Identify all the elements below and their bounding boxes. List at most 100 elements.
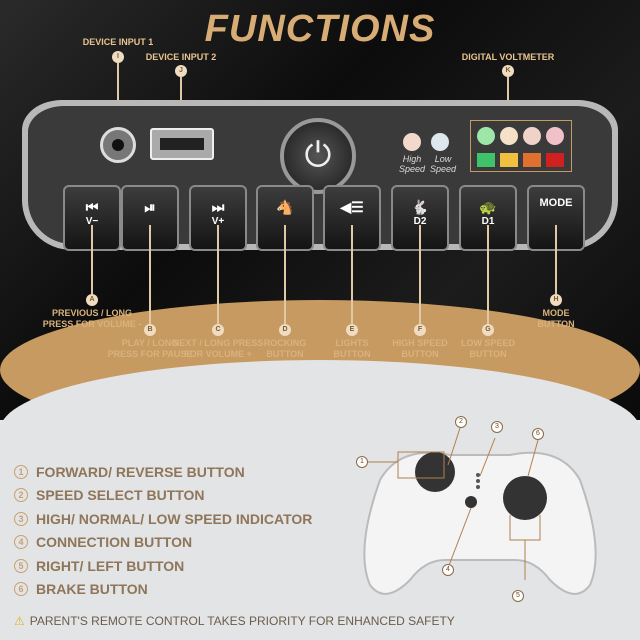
- legend-number: 5: [14, 558, 28, 573]
- button-icon: ⏮: [85, 199, 99, 215]
- badge-h: H: [550, 294, 562, 306]
- right-left-button[interactable]: [503, 476, 547, 520]
- voltmeter-led: [500, 127, 518, 145]
- leader-line: [91, 225, 93, 294]
- device-input-1-label: DEVICE INPUT 1: [82, 37, 154, 47]
- connection-button[interactable]: [465, 496, 477, 508]
- speed-indicator-dot: [476, 485, 480, 489]
- button-sublabel: D1: [481, 216, 495, 227]
- speed-indicator-dot: [476, 473, 480, 477]
- voltmeter-bar: [477, 153, 495, 167]
- callout-line: [447, 507, 472, 569]
- badge-f: F: [414, 324, 426, 336]
- badge-i: I: [112, 51, 124, 63]
- badge-k: K: [502, 65, 514, 77]
- callout-4: 4: [442, 564, 454, 576]
- callout-2: 2: [455, 416, 467, 428]
- controller-body: [363, 451, 597, 595]
- button-icon: ◀☰: [340, 199, 364, 215]
- voltmeter-bar: [500, 153, 518, 167]
- button-sublabel: V+: [211, 216, 225, 227]
- button-sublabel: D2: [413, 216, 427, 227]
- button-description-line: LIGHTS: [335, 338, 369, 348]
- button-description-line: LOW SPEED: [460, 338, 516, 348]
- button-icon: ⏭: [211, 199, 225, 215]
- forward-reverse-button[interactable]: [415, 452, 455, 492]
- low-speed-text: Low Speed: [429, 154, 457, 174]
- button-description-line: BUTTON: [333, 349, 371, 359]
- warning-icon: ⚠: [14, 614, 25, 628]
- button-description-line: PRESS FOR VOLUME -: [42, 319, 142, 329]
- button-sublabel: V−: [85, 216, 99, 227]
- badge-j: J: [175, 65, 187, 77]
- button-description-line: FOR VOLUME +: [184, 349, 252, 359]
- callout-3: 3: [491, 421, 503, 433]
- leader-line: [117, 63, 119, 125]
- callout-line: [527, 439, 539, 477]
- power-button[interactable]: ⏻: [280, 118, 356, 194]
- button-description-line: NEXT / LONG PRESS: [172, 338, 264, 348]
- voltmeter-bar: [523, 153, 541, 167]
- badge-c: C: [212, 324, 224, 336]
- remote-controller-diagram: [362, 427, 597, 595]
- button-description-line: MODE: [542, 308, 570, 318]
- legend-label: BRAKE BUTTON: [36, 581, 148, 598]
- digital-voltmeter: [470, 120, 572, 172]
- device-input-1-jack[interactable]: [100, 127, 136, 163]
- high-speed-led: [403, 133, 421, 151]
- low-speed-led: [431, 133, 449, 151]
- legend-number: 6: [14, 582, 28, 597]
- legend-number: 2: [14, 488, 28, 503]
- high-speed-text: High Speed: [398, 154, 426, 174]
- button-description-line: BUTTON: [469, 349, 507, 359]
- button-description-line: BUTTON: [401, 349, 439, 359]
- warning-text: PARENT'S REMOTE CONTROL TAKES PRIORITY F…: [29, 614, 455, 628]
- callout-1: 1: [356, 456, 368, 468]
- button-description-line: PRESS FOR PAUSE: [107, 349, 193, 359]
- badge-a: A: [86, 294, 98, 306]
- button-description-line: HIGH SPEED: [392, 338, 448, 348]
- button-icon: 🐢: [479, 199, 497, 215]
- button-icon: 🐇: [411, 199, 429, 215]
- leader-line: [217, 225, 219, 324]
- leader-line: [555, 225, 557, 294]
- voltmeter-label: DIGITAL VOLTMETER: [461, 52, 555, 62]
- legend-item: 6 BRAKE BUTTON: [14, 578, 312, 602]
- voltmeter-led: [546, 127, 564, 145]
- device-input-2-usb[interactable]: [150, 128, 214, 160]
- legend-label: HIGH/ NORMAL/ LOW SPEED INDICATOR: [36, 510, 313, 527]
- callout-box: [397, 451, 445, 479]
- button-description-line: BUTTON: [537, 319, 575, 329]
- button-icon: 🐴: [276, 199, 294, 215]
- voltmeter-led: [477, 127, 495, 145]
- leader-line: [487, 225, 489, 324]
- callout-6: 6: [532, 428, 544, 440]
- callout-5: 5: [512, 590, 524, 602]
- speed-indicator-dot: [476, 479, 480, 483]
- legend-item: 1 FORWARD/ REVERSE BUTTON: [14, 460, 312, 484]
- legend-item: 5 RIGHT/ LEFT BUTTON: [14, 554, 312, 578]
- voltmeter-led: [523, 127, 541, 145]
- badge-d: D: [279, 324, 291, 336]
- button-description-line: PLAY / LONG: [121, 338, 179, 348]
- leader-line: [419, 225, 421, 324]
- legend-label: RIGHT/ LEFT BUTTON: [36, 557, 185, 574]
- button-description-line: BUTTON: [266, 349, 304, 359]
- callout-line: [447, 427, 461, 466]
- button-description-line: ROCKING: [263, 338, 307, 348]
- leader-line: [149, 225, 151, 324]
- voltmeter-bar: [546, 153, 564, 167]
- legend-number: 1: [14, 464, 28, 479]
- legend-label: CONNECTION BUTTON: [36, 534, 193, 551]
- legend-label: FORWARD/ REVERSE BUTTON: [36, 463, 245, 480]
- page-title: FUNCTIONS: [204, 8, 436, 50]
